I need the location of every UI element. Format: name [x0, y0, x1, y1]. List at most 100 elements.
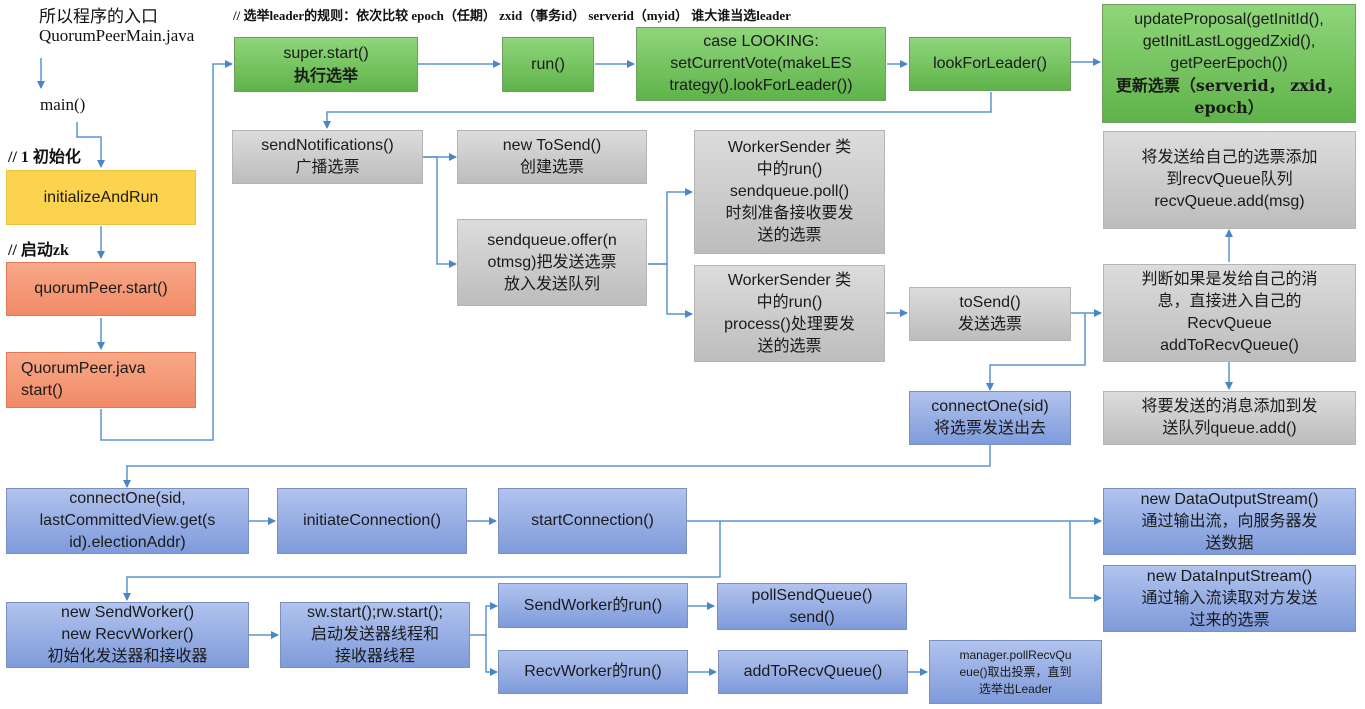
- sendworker-run-label: SendWorker的run(): [523, 596, 663, 614]
- sendqueue-offer-line3: 放入发送队列: [503, 275, 600, 293]
- case-looking-line2: setCurrentVote(makeLES: [670, 55, 852, 72]
- start-connection-label: startConnection(): [531, 512, 654, 529]
- quorum-peer-start-box: quorumPeer.start(): [6, 262, 196, 316]
- new-workers-line2: new RecvWorker(): [61, 626, 194, 643]
- poll-send-queue-line1: pollSendQueue(): [751, 586, 873, 604]
- update-proposal-line5: epoch）: [1194, 97, 1264, 117]
- worker-sender-process-line2: 中的run(): [756, 293, 823, 311]
- look-for-leader-box: lookForLeader(): [909, 37, 1071, 91]
- run-label: run(): [531, 55, 565, 73]
- entry-label-line2: QuorumPeerMain.java: [39, 26, 195, 45]
- entry-label-line1: 所以程序的入口: [39, 7, 158, 26]
- update-proposal-box: updateProposal(getInitId(), getInitLastL…: [1102, 4, 1356, 123]
- add-to-recv-queue-box: addToRecvQueue(): [718, 650, 908, 694]
- new-tosend-line1: new ToSend(): [502, 137, 602, 154]
- worker-sender-process-line4: 送的选票: [757, 337, 822, 355]
- manager-poll-line1: manager.pollRecvQu: [959, 647, 1072, 662]
- case-looking-line1: case LOOKING:: [703, 33, 819, 50]
- init-comment: // 1 初始化: [8, 149, 81, 166]
- connect-one-election-line2: lastCommittedView.get(s: [39, 512, 216, 529]
- data-input-stream-line3: 过来的选票: [1189, 611, 1270, 629]
- worker-sender-poll-line2: 中的run(): [756, 161, 823, 178]
- look-for-leader-label: lookForLeader(): [933, 55, 1047, 72]
- send-notifications-line2: 广播选票: [295, 159, 360, 176]
- data-input-stream-line1: new DataInputStream(): [1146, 567, 1313, 585]
- tosend-line1: toSend(): [959, 294, 1021, 311]
- judge-self-message-box: 判断如果是发给自己的消 息，直接进入自己的 RecvQueue addToRec…: [1103, 264, 1356, 362]
- new-tosend-box: new ToSend() 创建选票: [457, 130, 647, 184]
- sendworker-run-box: SendWorker的run(): [498, 583, 688, 628]
- recvworker-run-box: RecvWorker的run(): [498, 650, 688, 694]
- initiate-connection-label: initiateConnection(): [303, 512, 441, 529]
- poll-send-queue-line2: send(): [789, 608, 835, 626]
- judge-self-line3: RecvQueue: [1187, 315, 1272, 332]
- manager-poll-recv-box: manager.pollRecvQu eue()取出投票，直到 选举出Leade…: [929, 640, 1102, 704]
- worker-sender-poll-line5: 送的选票: [757, 227, 822, 244]
- connect-one-sid-line1: connectOne(sid): [931, 398, 1049, 415]
- case-looking-box: case LOOKING: setCurrentVote(makeLES tra…: [636, 27, 886, 101]
- sendqueue-offer-box: sendqueue.offer(n otmsg)把发送选票 放入发送队列: [457, 219, 647, 306]
- new-workers-line3: 初始化发送器和接收器: [47, 648, 208, 665]
- super-start-line2: 执行选举: [293, 65, 358, 85]
- sendqueue-offer-line2: otmsg)把发送选票: [487, 253, 617, 271]
- super-start-box: super.start() 执行选举: [234, 37, 418, 92]
- case-looking-line3: trategy().lookForLeader()): [669, 77, 853, 94]
- start-workers-line2: 启动发送器线程和: [310, 626, 439, 643]
- new-tosend-line2: 创建选票: [519, 159, 584, 176]
- start-workers-line1: sw.start();rw.start();: [307, 604, 443, 621]
- manager-poll-line3: 选举出Leader: [978, 681, 1053, 696]
- quorum-peer-java-line1: QuorumPeer.java: [21, 360, 146, 377]
- send-notifications-box: sendNotifications() 广播选票: [232, 130, 423, 184]
- worker-sender-poll-box: WorkerSender 类 中的run() sendqueue.poll() …: [694, 130, 885, 254]
- worker-sender-process-box: WorkerSender 类 中的run() process()处理要发 送的选…: [694, 265, 885, 362]
- new-workers-line1: new SendWorker(): [60, 604, 195, 621]
- worker-sender-process-line1: WorkerSender 类: [727, 271, 852, 289]
- start-connection-box: startConnection(): [498, 488, 687, 554]
- worker-sender-process-line3: process()处理要发: [724, 315, 855, 333]
- worker-sender-poll-line4: 时刻准备接收要发: [725, 205, 854, 222]
- election-rule-note: // 选举leader的规则：依次比较 epoch（任期） zxid（事务id）…: [233, 8, 791, 23]
- update-proposal-line1: updateProposal(getInitId(),: [1134, 10, 1324, 28]
- initiate-connection-box: initiateConnection(): [277, 488, 467, 554]
- update-proposal-line2: getInitLastLoggedZxid(),: [1142, 32, 1316, 50]
- add-to-send-queue-line2: 送队列queue.add(): [1162, 420, 1297, 437]
- start-workers-line3: 接收器线程: [334, 648, 415, 665]
- quorum-peer-java-box: QuorumPeer.java start(): [6, 352, 196, 408]
- quorum-peer-java-line2: start(): [21, 382, 63, 399]
- judge-self-line2: 息，直接进入自己的: [1157, 293, 1302, 310]
- add-to-send-queue-line1: 将要发送的消息添加到发: [1141, 398, 1318, 415]
- data-input-stream-line2: 通过输入流读取对方发送: [1141, 589, 1318, 607]
- data-output-stream-line1: new DataOutputStream(): [1140, 490, 1319, 508]
- judge-self-line1: 判断如果是发给自己的消: [1141, 271, 1318, 288]
- add-to-self-line1: 将发送给自己的选票添加: [1141, 149, 1318, 166]
- manager-poll-line2: eue()取出投票，直到: [959, 664, 1072, 679]
- add-to-self-line2: 到recvQueue队列: [1166, 171, 1293, 188]
- initialize-and-run-box: initializeAndRun: [6, 170, 196, 225]
- tosend-box: toSend() 发送选票: [909, 287, 1071, 341]
- update-proposal-line3: getPeerEpoch()): [1170, 54, 1288, 72]
- sendqueue-offer-line1: sendqueue.offer(n: [487, 231, 617, 249]
- connect-one-sid-box: connectOne(sid) 将选票发送出去: [909, 391, 1071, 445]
- judge-self-line4: addToRecvQueue(): [1160, 337, 1299, 354]
- data-output-stream-line2: 通过输出流，向服务器发: [1141, 512, 1318, 530]
- connect-one-sid-line2: 将选票发送出去: [933, 420, 1046, 437]
- start-workers-box: sw.start();rw.start(); 启动发送器线程和 接收器线程: [280, 602, 470, 668]
- data-output-stream-box: new DataOutputStream() 通过输出流，向服务器发 送数据: [1103, 488, 1356, 555]
- send-notifications-line1: sendNotifications(): [261, 137, 394, 154]
- add-to-send-queue-box: 将要发送的消息添加到发 送队列queue.add(): [1103, 391, 1356, 445]
- connect-one-election-box: connectOne(sid, lastCommittedView.get(s …: [6, 488, 249, 554]
- add-to-self-recvqueue-box: 将发送给自己的选票添加 到recvQueue队列 recvQueue.add(m…: [1103, 131, 1356, 229]
- recvworker-run-label: RecvWorker的run(): [524, 663, 662, 680]
- worker-sender-poll-line3: sendqueue.poll(): [729, 183, 850, 200]
- worker-sender-poll-line1: WorkerSender 类: [727, 139, 852, 156]
- initialize-and-run-label: initializeAndRun: [43, 188, 159, 206]
- super-start-line1: super.start(): [283, 44, 369, 62]
- connect-one-election-line1: connectOne(sid,: [69, 490, 186, 507]
- poll-send-queue-box: pollSendQueue() send(): [717, 583, 907, 630]
- start-zk-comment: // 启动zk: [8, 242, 69, 259]
- quorum-peer-start-label: quorumPeer.start(): [34, 280, 168, 297]
- data-output-stream-line3: 送数据: [1205, 534, 1254, 552]
- run-box: run(): [502, 37, 594, 92]
- add-to-self-line3: recvQueue.add(msg): [1154, 193, 1305, 210]
